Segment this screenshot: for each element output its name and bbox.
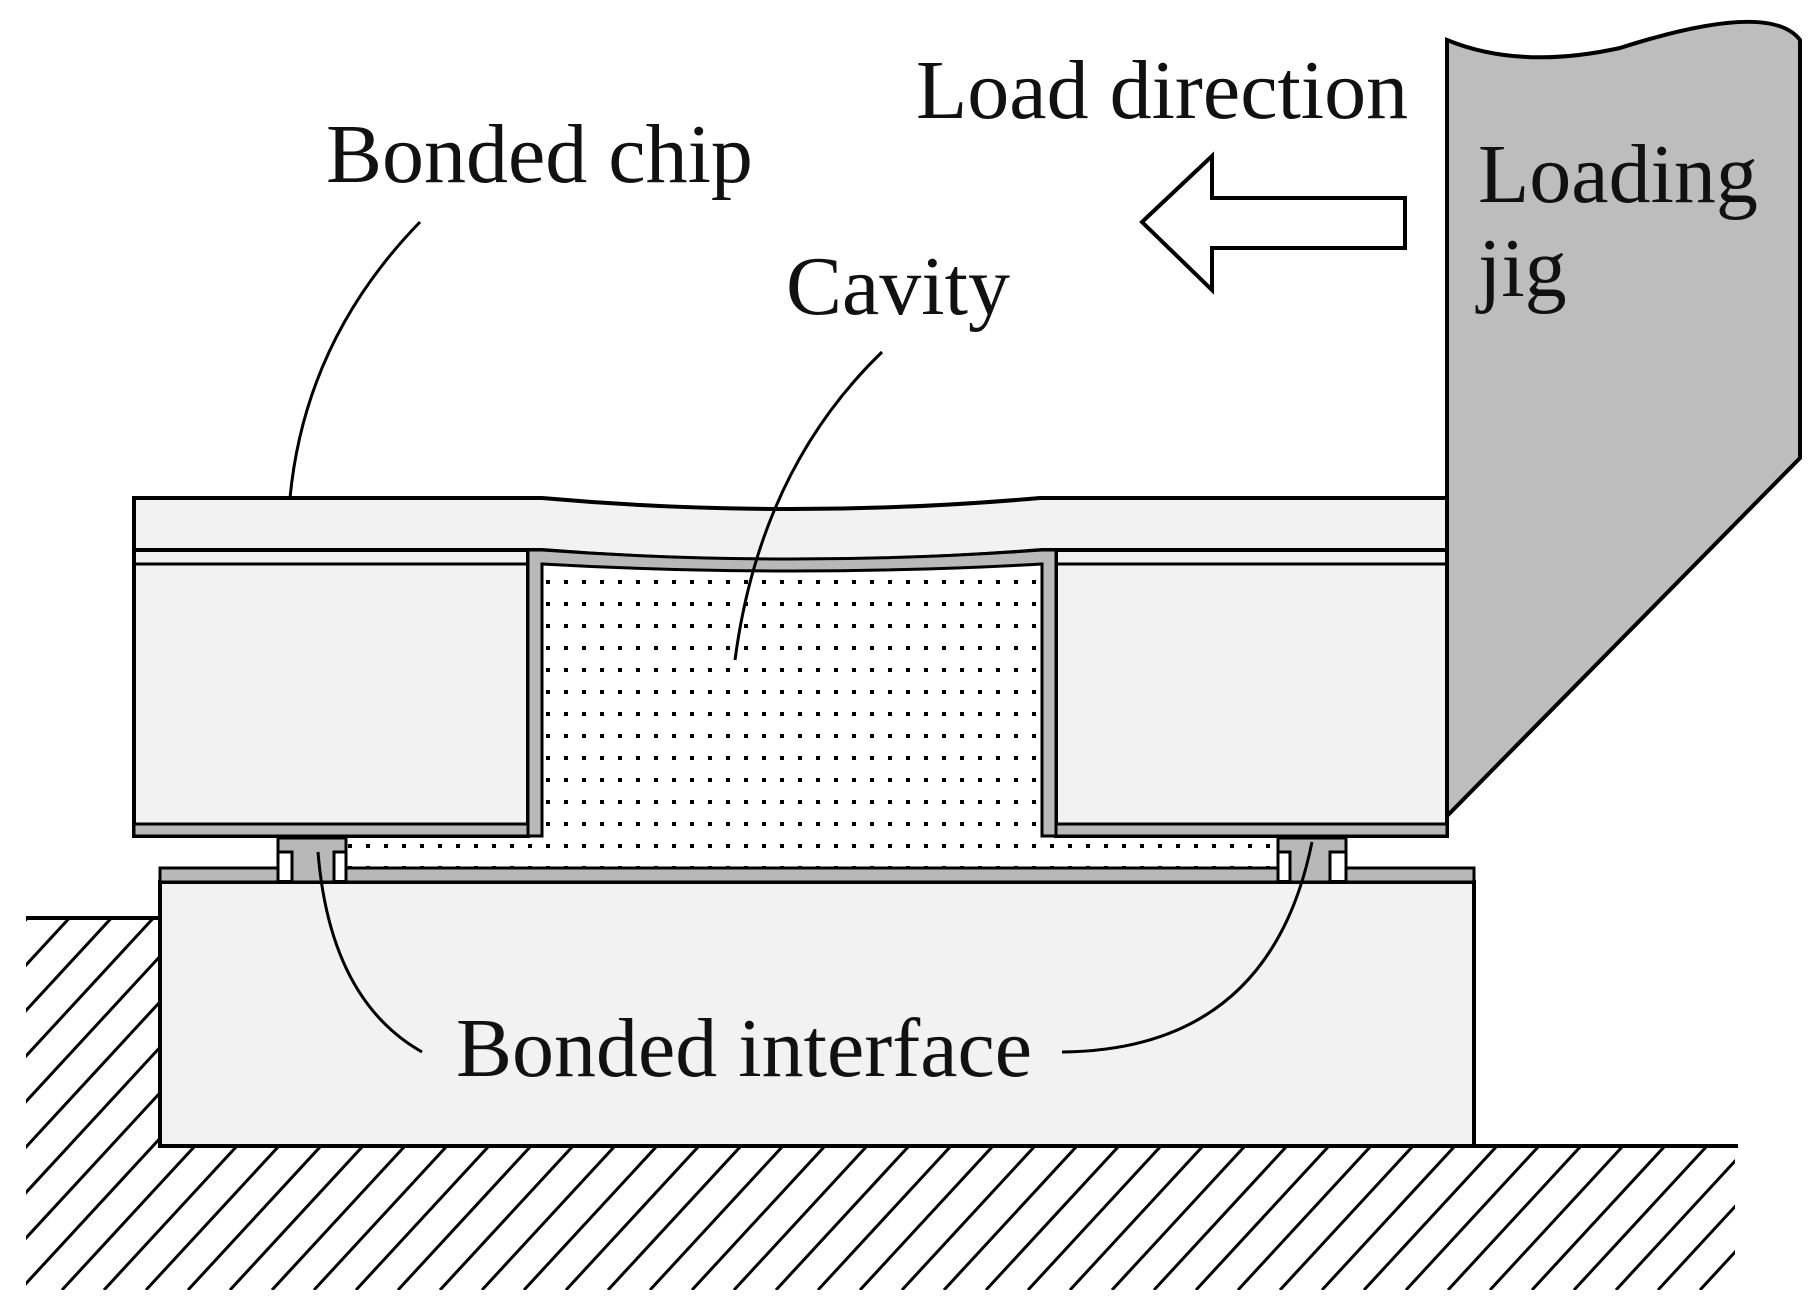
- bonded-interface-left-leader: [316, 851, 423, 1054]
- leader-lines: [288, 220, 1314, 1054]
- hatch-line: [26, 918, 130, 1290]
- hatch-line: [26, 918, 46, 1290]
- loading-jig-label-line2: jig: [1475, 222, 1567, 315]
- cavity-region: [346, 554, 1278, 870]
- hatch-line: [1488, 918, 1735, 1290]
- cavity-label: Cavity: [786, 240, 1010, 333]
- bonded-interface-right-leader: [1061, 841, 1314, 1054]
- hatch-line: [1572, 918, 1735, 1290]
- hatch-line: [1784, 900, 1809, 1290]
- bonded-chip: [132, 496, 1449, 838]
- hatch-line: [1614, 918, 1735, 1290]
- bonded-interface-label: Bonded interface: [456, 1002, 1032, 1095]
- hatch-line: [1742, 900, 1809, 1290]
- bonded-chip-label: Bonded chip: [326, 108, 753, 201]
- hatch-line: [1698, 918, 1735, 1290]
- hatch-line: [26, 918, 214, 1290]
- hatch-line: [26, 918, 172, 1290]
- bonded-chip-leader: [288, 220, 422, 499]
- hatch-line: [0, 900, 2, 1290]
- loading-jig: [1445, 19, 1802, 821]
- cavity-leader: [733, 350, 884, 661]
- load-direction-arrow: [1139, 151, 1407, 295]
- load-direction-label: Load direction: [916, 44, 1408, 137]
- hatch-line: [1656, 918, 1735, 1290]
- loading-jig-label-line1: Loading: [1478, 128, 1758, 221]
